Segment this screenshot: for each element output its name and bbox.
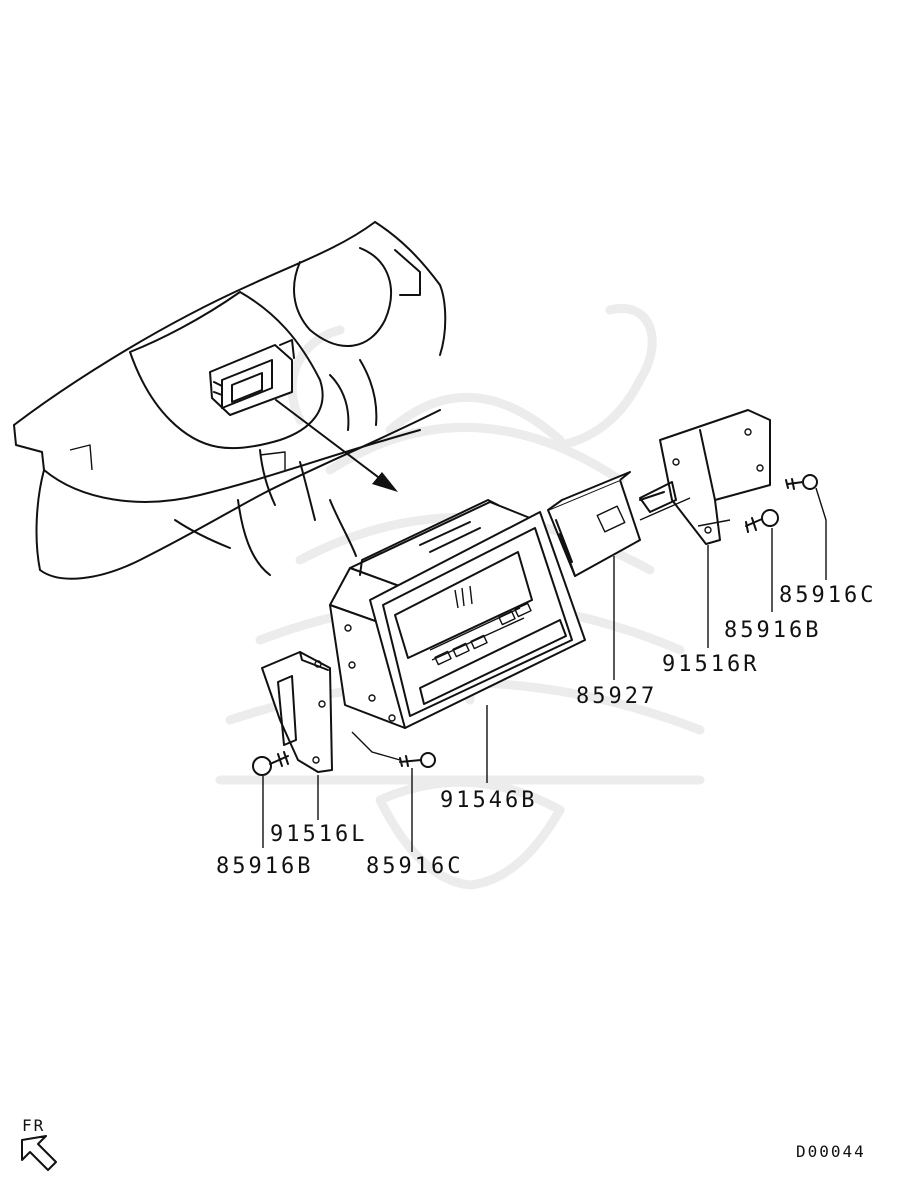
part-label-85916C-left: 85916C <box>366 854 464 879</box>
direction-label: FR <box>22 1116 46 1135</box>
bracket-left <box>261 651 333 773</box>
leader-lines <box>262 487 827 852</box>
screw-85916C-left-icon <box>399 752 436 768</box>
dash-unit-detail <box>209 339 295 416</box>
display-segments-icon <box>454 585 473 609</box>
part-label-91546B: 91546B <box>440 788 538 813</box>
dashboard-outline <box>13 221 447 580</box>
screw-85916C-right-icon <box>785 474 818 490</box>
bracket-right <box>639 409 771 545</box>
part-label-85916C-right: 85916C <box>779 583 877 608</box>
diagram-code: D00044 <box>796 1142 866 1161</box>
part-label-85927: 85927 <box>576 684 658 709</box>
bolt-85916B-right-icon <box>745 509 779 533</box>
part-label-91516R: 91516R <box>662 652 760 677</box>
control-buttons <box>434 602 532 666</box>
front-arrow-icon <box>21 1135 57 1171</box>
pointer-arrow <box>275 399 398 492</box>
module-85927 <box>547 471 665 577</box>
part-label-85916B-left: 85916B <box>216 854 314 879</box>
climate-control-unit <box>329 499 586 729</box>
part-label-91516L: 91516L <box>270 822 368 847</box>
bolt-85916B-left-icon <box>252 751 289 776</box>
part-label-85916B-right: 85916B <box>724 618 822 643</box>
